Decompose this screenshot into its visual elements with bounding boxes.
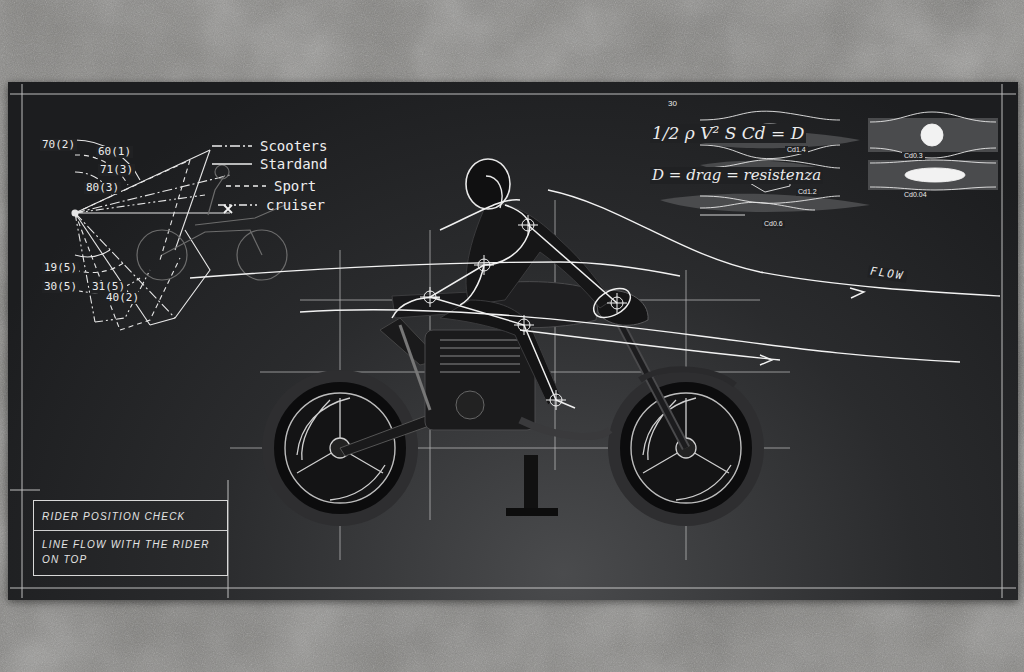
angle-value: 60(1) — [96, 146, 133, 158]
legend-text: cruiser — [266, 197, 325, 213]
angle-value: 71(3) — [98, 164, 135, 176]
legend-item: Stardand — [212, 156, 327, 172]
legend-line-sample — [212, 140, 252, 152]
drag-coefficient: Cd0.3 — [902, 152, 925, 160]
angle-value: 40(2) — [104, 292, 141, 304]
angle-value: 80(3) — [84, 182, 121, 194]
drag-coefficient: Cd0.04 — [902, 191, 929, 199]
legend-item: cruiser — [218, 197, 325, 213]
note-text: RIDER POSITION CHECK — [42, 509, 219, 524]
legend-text: Stardand — [260, 156, 327, 172]
note-box: RIDER POSITION CHECK LINE FLOW WITH THE R… — [33, 500, 228, 576]
legend-item: Scooters — [212, 138, 327, 154]
angle-value: 19(5) — [42, 262, 79, 274]
legend-line-sample — [226, 180, 266, 192]
angle-value: 70(2) — [40, 139, 77, 151]
legend-text: Sport — [274, 178, 316, 194]
drag-definition: D = drag = resistenza — [650, 167, 823, 184]
drag-coefficient: Cd0.6 — [762, 220, 785, 228]
divider-line — [34, 530, 227, 531]
note-text: LINE FLOW WITH THE RIDER ON TOP — [42, 537, 219, 567]
flow-label: FLOW — [867, 265, 907, 282]
angle-value: 30(5) — [42, 281, 79, 293]
drag-formula: 1/2 ρ V² S Cd = D — [650, 124, 806, 143]
drag-coefficient: Cd1.4 — [785, 146, 808, 154]
axis-value: 30 — [668, 100, 677, 109]
legend-text: Scooters — [260, 138, 327, 154]
legend-item: Sport — [226, 178, 316, 194]
legend-line-sample — [218, 199, 258, 211]
legend-line-sample — [212, 158, 252, 170]
drag-coefficient: Cd1.2 — [796, 188, 819, 196]
